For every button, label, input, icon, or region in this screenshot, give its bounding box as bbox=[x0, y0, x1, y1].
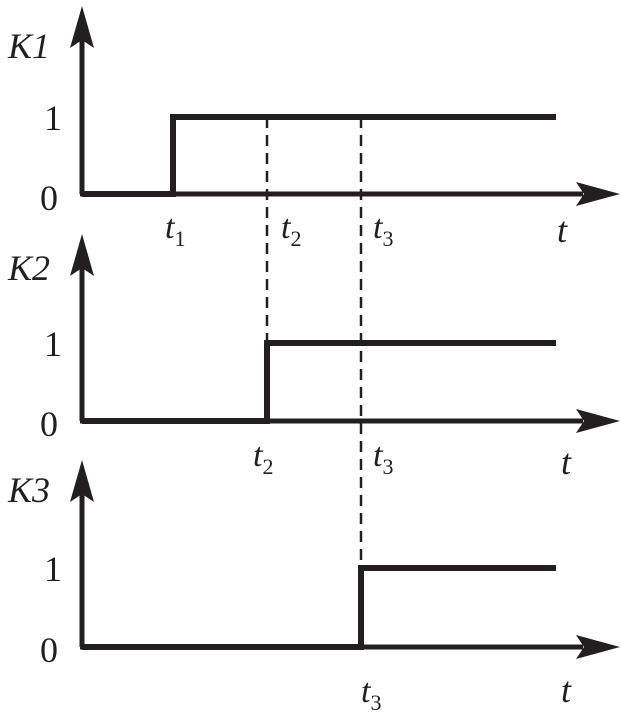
k3-y-arrow-icon bbox=[70, 460, 94, 502]
k3-time-axis-label: t bbox=[561, 670, 572, 710]
k2-mark-t3: t3 bbox=[373, 437, 393, 479]
k1-signal-label: K1 bbox=[7, 26, 50, 66]
k3-signal-letter: K3 bbox=[7, 470, 50, 510]
k1-level-low: 0 bbox=[40, 178, 58, 218]
k2-level-low: 0 bbox=[40, 404, 58, 444]
k3-mark-t3: t3 bbox=[361, 673, 381, 715]
k1-mark-t3: t3 bbox=[373, 209, 393, 251]
panel-k3: K3 1 0 t3 t bbox=[7, 460, 620, 715]
k1-signal-waveform bbox=[82, 114, 556, 197]
k2-signal-letter: K2 bbox=[7, 248, 50, 288]
k3-signal-waveform bbox=[82, 565, 556, 650]
k3-level-high: 1 bbox=[44, 549, 62, 589]
k3-level-low: 0 bbox=[40, 630, 58, 670]
k2-y-arrow-icon bbox=[70, 234, 94, 276]
k1-mark-t1: t1 bbox=[165, 209, 185, 251]
k1-signal-letter: K1 bbox=[7, 26, 50, 66]
k2-level-high: 1 bbox=[44, 324, 62, 364]
k2-mark-t2: t2 bbox=[253, 437, 273, 479]
k1-mark-t2: t2 bbox=[281, 209, 301, 251]
k3-x-arrow-icon bbox=[576, 635, 620, 659]
k2-signal-waveform bbox=[82, 340, 556, 424]
k1-y-arrow-icon bbox=[70, 6, 94, 48]
panel-k1: K1 1 0 t1 t2 t3 t bbox=[7, 6, 620, 251]
k3-signal-label: K3 bbox=[7, 470, 50, 510]
k2-signal-label: K2 bbox=[7, 248, 50, 288]
k1-x-arrow-icon bbox=[576, 182, 620, 206]
k1-level-high: 1 bbox=[44, 98, 62, 138]
panel-k2: K2 1 0 t2 t3 t bbox=[7, 234, 620, 482]
k2-x-arrow-icon bbox=[576, 409, 620, 433]
k1-time-axis-label: t bbox=[557, 210, 568, 250]
k2-time-axis-label: t bbox=[561, 442, 572, 482]
